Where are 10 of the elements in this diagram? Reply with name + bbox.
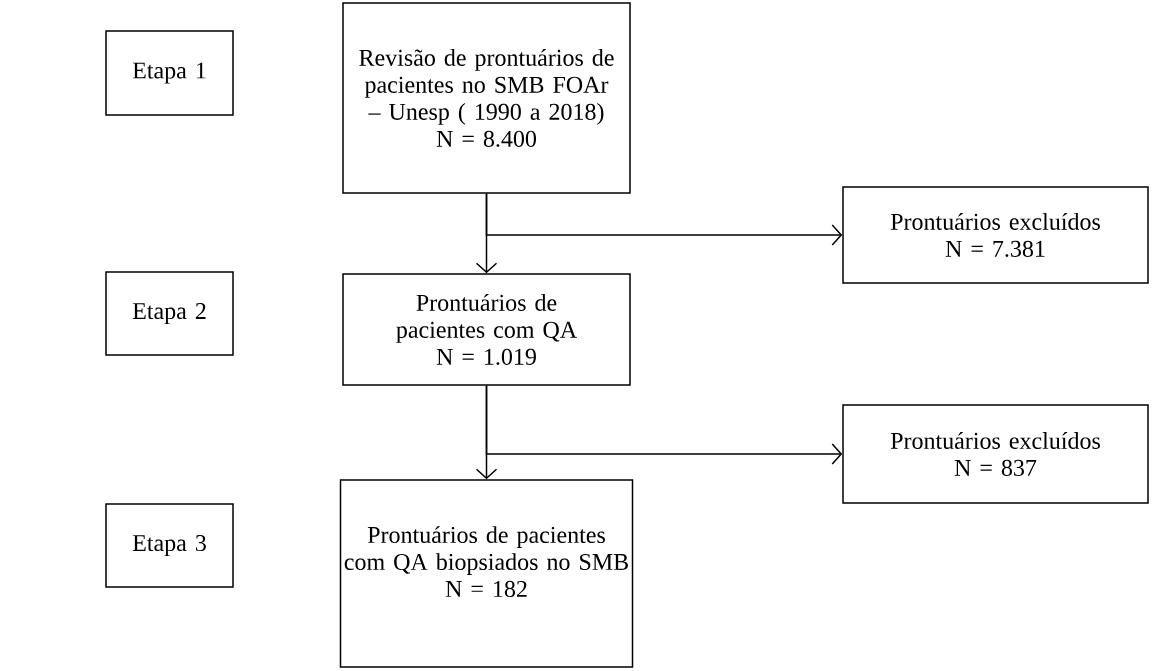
arrow: [485, 193, 843, 246]
step-box: Etapa 2: [105, 271, 234, 356]
step-box: Etapa 1: [105, 30, 234, 116]
arrow: [485, 385, 843, 465]
process-box: Prontuários de pacientes com QA biopsiados no SMB N = 182: [339, 479, 634, 668]
step-box: Etapa 3: [105, 503, 234, 588]
process-box: Prontuários de pacientes com QA N = 1.019: [342, 273, 631, 386]
process-box: Prontuários excluídos N = 837: [842, 404, 1149, 504]
process-box: Revisão de prontuários de pacientes no SMB FOAr – Unesp ( 1990 a 2018) N = 8.400: [342, 2, 631, 194]
process-box: Prontuários excluídos N = 7.381: [842, 186, 1149, 284]
